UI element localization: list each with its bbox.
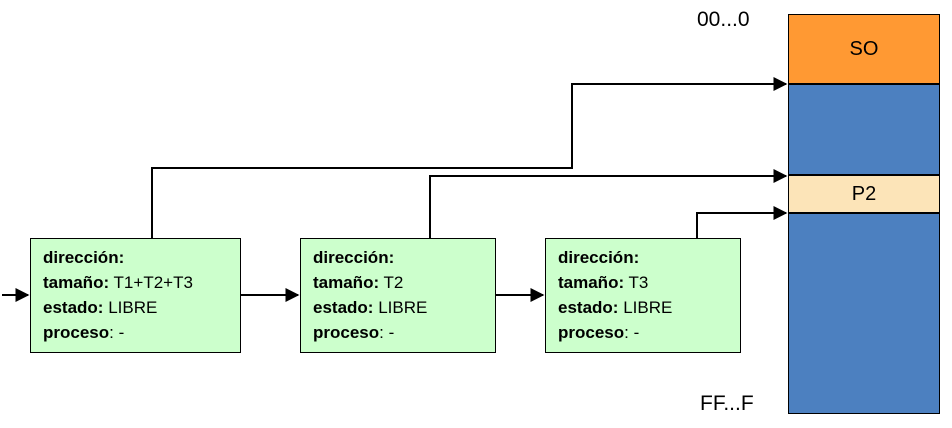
node2-field-tamano: tamaño: T2 [313, 273, 404, 292]
node3-field-estado: estado: LIBRE [558, 298, 673, 317]
node2-field-estado: estado: LIBRE [313, 298, 428, 317]
node1-field-proceso: proceso: - [43, 323, 125, 342]
memory-top-address-label: 00...0 [697, 8, 750, 31]
memory-segment-p2-label: P2 [851, 182, 877, 205]
node2-field-proceso: proceso: - [313, 323, 395, 342]
memory-bottom-address-label: FF...F [700, 392, 754, 415]
node3-field-tamano: tamaño: T3 [558, 273, 649, 292]
memory-segment-free-2[interactable] [788, 213, 940, 414]
node1-field-tamano: tamaño: T1+T2+T3 [43, 273, 193, 292]
memory-segment-free-1[interactable] [788, 84, 940, 175]
memory-segment-so[interactable]: SO [788, 14, 940, 84]
memory-segment-p2[interactable]: P2 [788, 175, 940, 213]
node1-field-direccion: dirección: [43, 248, 125, 267]
node3-field-proceso: proceso: - [558, 323, 640, 342]
node1-field-estado: estado: LIBRE [43, 298, 158, 317]
free-block-node-2[interactable]: dirección: tamaño: T2 estado: LIBRE proc… [300, 238, 496, 353]
node3-field-direccion: dirección: [558, 248, 640, 267]
memory-segment-so-label: SO [849, 37, 879, 60]
free-block-node-1[interactable]: dirección: tamaño: T1+T2+T3 estado: LIBR… [30, 238, 241, 353]
free-block-node-3[interactable]: dirección: tamaño: T3 estado: LIBRE proc… [545, 238, 741, 353]
wire-node1-to-memory [151, 77, 788, 255]
node2-field-direccion: dirección: [313, 248, 395, 267]
